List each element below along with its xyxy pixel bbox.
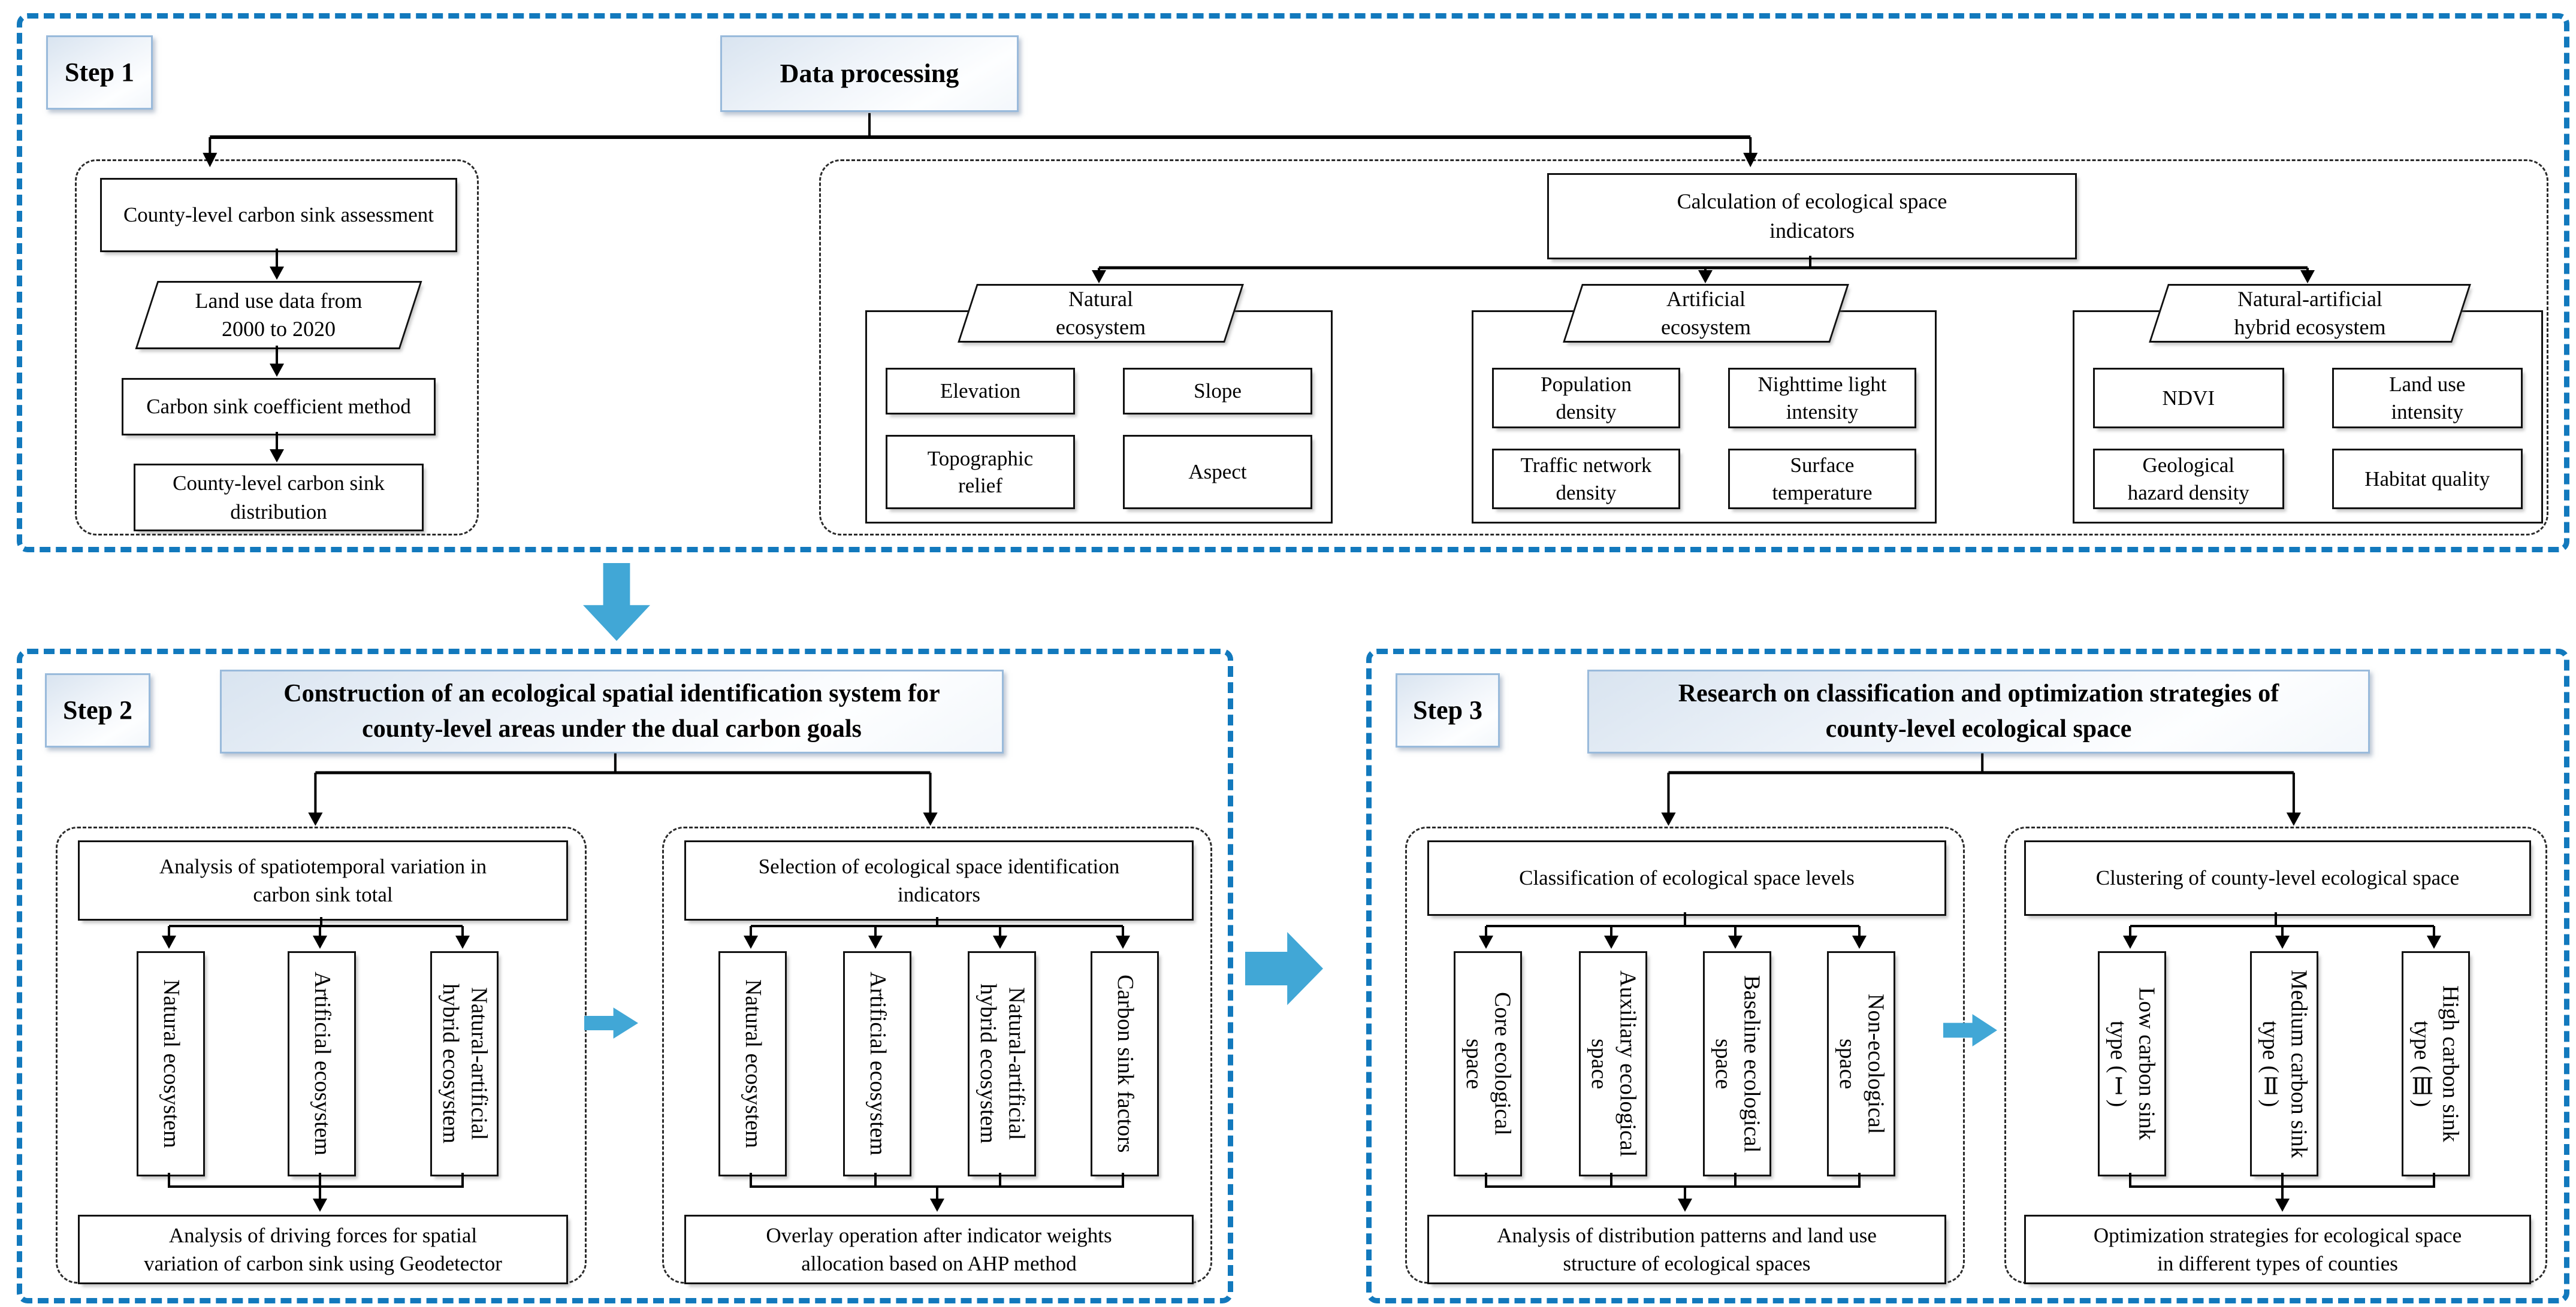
indicator-box: Traffic network density: [1492, 449, 1680, 509]
indicator-box: NDVI: [2093, 368, 2284, 428]
ecosystem-column: Natural-artificial hybrid ecosystem: [968, 951, 1036, 1176]
indicators-subpanel: Calculation of ecological space indicato…: [819, 159, 2548, 535]
step3-header: Research on classification and optimizat…: [1587, 670, 2370, 754]
step1-header: Data processing: [720, 35, 1019, 112]
indicator-box: Habitat quality: [2332, 449, 2523, 509]
group-items: Elevation Slope Topographic relief Aspec…: [886, 368, 1312, 509]
step3-panel: Step 3 Research on classification and op…: [1366, 649, 2569, 1303]
indicator-box: Surface temperature: [1728, 449, 1916, 509]
flow-box: Analysis of distribution patterns and la…: [1427, 1215, 1946, 1284]
carbon-sink-type-column: Medium carbon sink type (Ⅱ): [2250, 951, 2318, 1176]
flow-box: Carbon sink coefficient method: [122, 378, 436, 435]
data-parallelogram: Land use data from 2000 to 2020: [135, 281, 422, 349]
step1-to-step2-arrow-icon: [583, 563, 650, 641]
step1-panel: Step 1 Data processing County-level carb…: [17, 13, 2569, 552]
ecosystem-column: Carbon sink factors: [1091, 951, 1159, 1176]
flow-box: Clustering of county-level ecological sp…: [2024, 840, 2531, 916]
flow-box: County-level carbon sink assessment: [100, 178, 457, 252]
indicators-header-box: Calculation of ecological space indicato…: [1547, 173, 2077, 259]
flow-box: Overlay operation after indicator weight…: [684, 1215, 1194, 1284]
indicator-box: Slope: [1123, 368, 1312, 415]
ecosystem-column: Natural ecosystem: [718, 951, 787, 1176]
indicator-box: Geological hazard density: [2093, 449, 2284, 509]
group-items: Population density Nighttime light inten…: [1492, 368, 1916, 509]
step2-header: Construction of an ecological spatial id…: [220, 670, 1004, 754]
step2-panel: Step 2 Construction of an ecological spa…: [17, 649, 1233, 1303]
group-items: NDVI Land use intensity Geological hazar…: [2093, 368, 2523, 509]
space-level-column: Baseline ecological space: [1703, 951, 1771, 1176]
group-title-parallelogram: Artificial ecosystem: [1563, 284, 1849, 343]
group-title-parallelogram: Natural ecosystem: [958, 284, 1244, 343]
natural-ecosystem-group: Natural ecosystem Elevation Slope Topogr…: [865, 284, 1333, 524]
flow-box: Selection of ecological space identifica…: [684, 840, 1194, 921]
carbon-sink-type-column: Low carbon sink type (Ⅰ): [2098, 951, 2166, 1176]
ecosystem-column: Natural ecosystem: [137, 951, 205, 1176]
indicator-box: Topographic relief: [886, 435, 1075, 509]
flow-box: Analysis of driving forces for spatial v…: [78, 1215, 568, 1284]
carbon-sink-type-column: High carbon sink type (Ⅲ): [2402, 951, 2470, 1176]
flow-box: Analysis of spatiotemporal variation in …: [78, 840, 568, 921]
hybrid-ecosystem-group: Natural-artificial hybrid ecosystem NDVI…: [2073, 284, 2543, 524]
group-title-parallelogram: Natural-artificial hybrid ecosystem: [2148, 284, 2471, 343]
indicator-selection-subpanel: Selection of ecological space identifica…: [662, 827, 1212, 1284]
indicator-box: Elevation: [886, 368, 1075, 415]
step2-label: Step 2: [45, 673, 150, 748]
artificial-ecosystem-group: Artificial ecosystem Population density …: [1472, 284, 1937, 524]
ecosystem-column: Artificial ecosystem: [288, 951, 356, 1176]
carbon-sink-assessment-subpanel: County-level carbon sink assessment Land…: [75, 159, 479, 535]
ecosystem-column: Natural-artificial hybrid ecosystem: [430, 951, 499, 1176]
space-level-column: Non-ecological space: [1827, 951, 1895, 1176]
ecosystem-column: Artificial ecosystem: [843, 951, 911, 1176]
step3-label: Step 3: [1396, 673, 1500, 748]
indicator-box: Aspect: [1123, 435, 1312, 509]
flow-box: Classification of ecological space level…: [1427, 840, 1946, 916]
step2-to-step3-arrow-icon: [1245, 932, 1323, 1005]
step1-label: Step 1: [46, 35, 153, 110]
spatiotemporal-variation-subpanel: Analysis of spatiotemporal variation in …: [56, 827, 587, 1284]
space-levels-subpanel: Classification of ecological space level…: [1405, 827, 1965, 1284]
indicator-box: Nighttime light intensity: [1728, 368, 1916, 428]
flow-box: County-level carbon sink distribution: [134, 464, 424, 531]
clustering-subpanel: Clustering of county-level ecological sp…: [2004, 827, 2547, 1284]
indicator-box: Population density: [1492, 368, 1680, 428]
indicator-box: Land use intensity: [2332, 368, 2523, 428]
flow-box: Optimization strategies for ecological s…: [2024, 1215, 2531, 1284]
space-level-column: Auxiliary ecological space: [1579, 951, 1647, 1176]
space-level-column: Core ecological space: [1454, 951, 1522, 1176]
